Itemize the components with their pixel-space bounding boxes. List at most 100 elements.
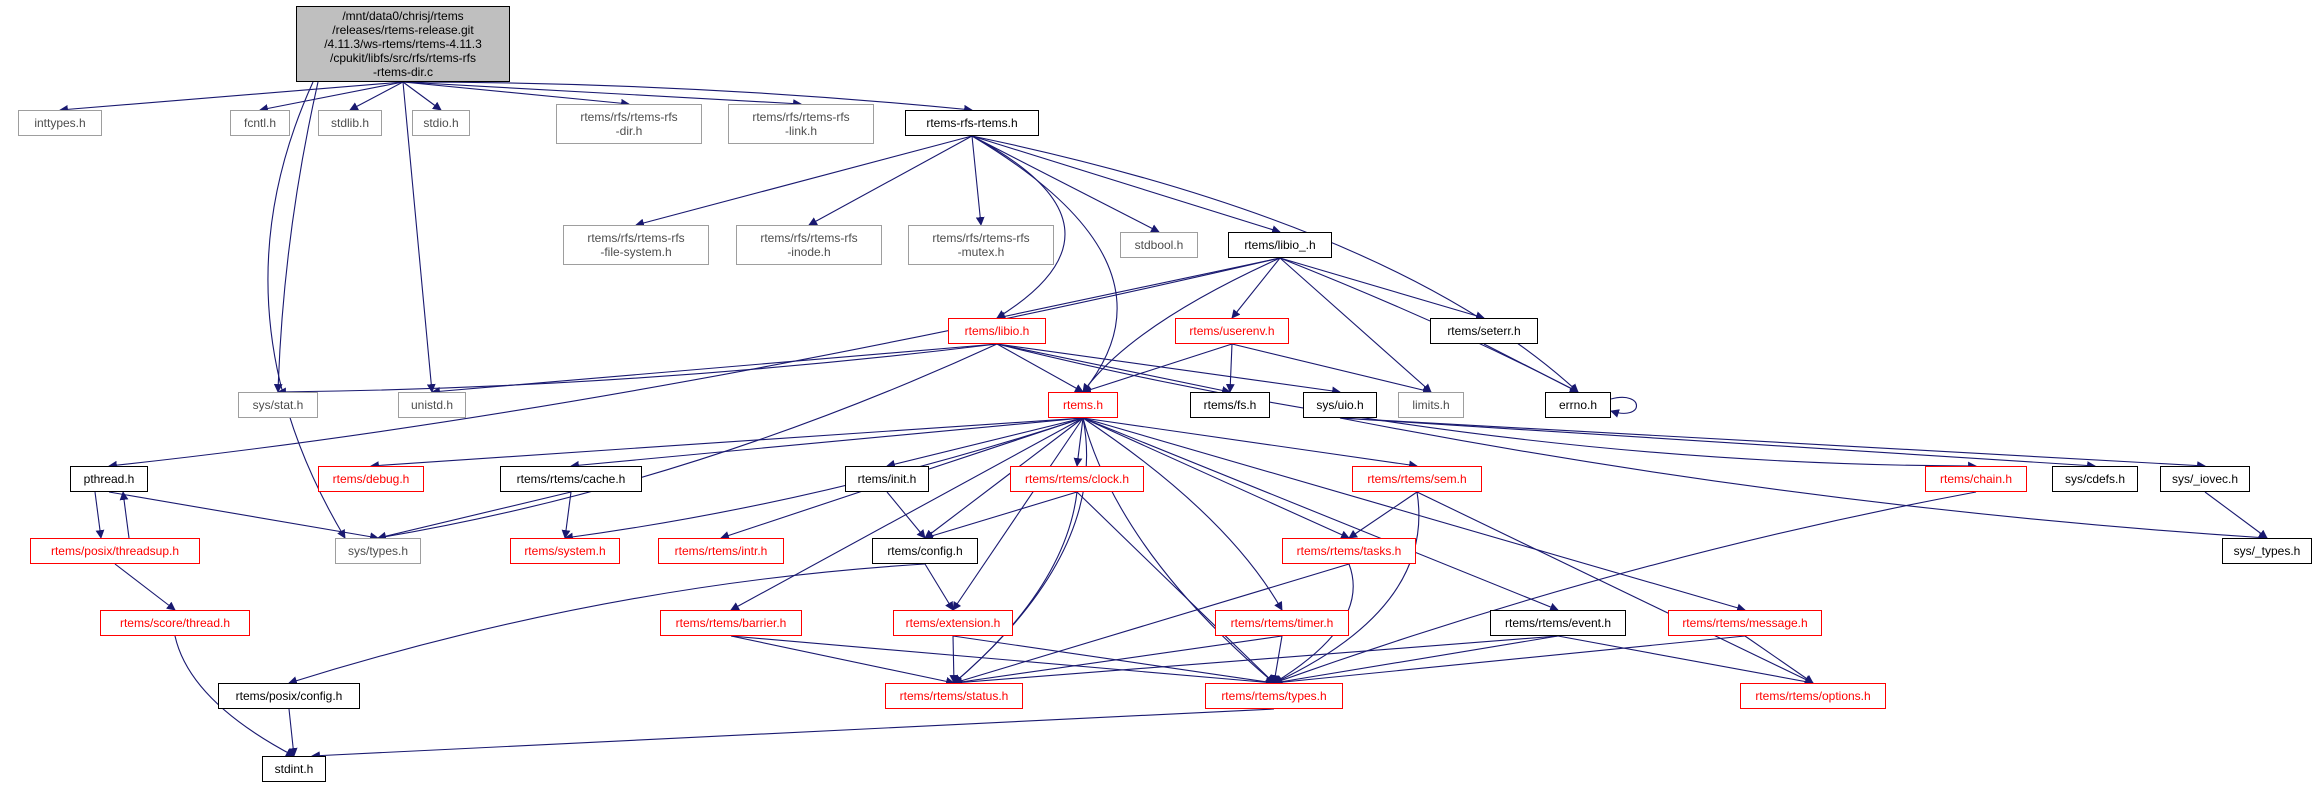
node-userenv[interactable]: rtems/userenv.h (1175, 318, 1289, 344)
node-seterr[interactable]: rtems/seterr.h (1430, 318, 1538, 344)
node-system[interactable]: rtems/system.h (510, 538, 620, 564)
node-message[interactable]: rtems/rtems/message.h (1668, 610, 1822, 636)
node-stdint[interactable]: stdint.h (262, 756, 326, 782)
node-stdbool: stdbool.h (1120, 232, 1198, 258)
edge-rtems-event (1082, 417, 1559, 612)
node-tasks[interactable]: rtems/rtems/tasks.h (1282, 538, 1416, 564)
edge-rfs_rtems-stdbool (971, 135, 1160, 233)
node-label: rtems/rtems/clock.h (1024, 472, 1129, 486)
node-label: rtems/rfs/rtems-rfs (587, 231, 685, 245)
node-sys_types: sys/types.h (335, 538, 421, 564)
node-label: inttypes.h (34, 116, 86, 130)
edge-event-status (953, 635, 1559, 687)
node-clock[interactable]: rtems/rtems/clock.h (1010, 466, 1144, 492)
node-label: rtems/extension.h (905, 616, 1001, 630)
node-posix_config[interactable]: rtems/posix/config.h (218, 683, 360, 709)
node-timer[interactable]: rtems/rtems/timer.h (1215, 610, 1349, 636)
node-label: sys/uio.h (1316, 398, 1364, 412)
node-rfs_fs: rtems/rfs/rtems-rfs-file-system.h (563, 225, 709, 265)
node-libio[interactable]: rtems/libio.h (948, 318, 1046, 344)
edge-rfs_rtems-rtems (971, 135, 1118, 393)
node-intr[interactable]: rtems/rtems/intr.h (658, 538, 784, 564)
node-label: /4.11.3/ws-rtems/rtems-4.11.3 (324, 37, 482, 51)
node-sys__types[interactable]: sys/_types.h (2222, 538, 2312, 564)
edge-libio-chain (996, 343, 1977, 471)
edge-sys_iovec-sys__types (2204, 491, 2268, 539)
edge-rfs_rtems-libio (971, 135, 1066, 319)
node-pthread[interactable]: pthread.h (70, 466, 148, 492)
node-inttypes: inttypes.h (18, 110, 102, 136)
node-init[interactable]: rtems/init.h (845, 466, 929, 492)
edge-extension-rr_types (952, 635, 1275, 687)
edge-errno-errno (1610, 396, 1637, 418)
edge-timer-status (953, 635, 1283, 687)
edge-libio_-seterr (1279, 257, 1485, 320)
node-label: pthread.h (83, 472, 135, 486)
node-debug[interactable]: rtems/debug.h (318, 466, 424, 492)
node-sem[interactable]: rtems/rtems/sem.h (1352, 466, 1482, 492)
node-label: rtems/rfs/rtems-rfs (760, 231, 858, 245)
node-event[interactable]: rtems/rtems/event.h (1490, 610, 1626, 636)
node-fs[interactable]: rtems/fs.h (1190, 392, 1270, 418)
edge-sem-options (1416, 491, 1814, 684)
node-status[interactable]: rtems/rtems/status.h (885, 683, 1023, 709)
edge-main-fcntl (259, 81, 404, 113)
edge-sys_uio-sys_cdefs (1339, 417, 2096, 470)
edge-libio_-userenv (1231, 257, 1281, 319)
node-rfs_rtems[interactable]: rtems-rfs-rtems.h (905, 110, 1039, 136)
node-label: rtems/rtems/barrier.h (675, 616, 787, 630)
node-rr_types[interactable]: rtems/rtems/types.h (1205, 683, 1343, 709)
edge-rfs_rtems-rfs_inode (808, 135, 973, 226)
node-threadsup[interactable]: rtems/posix/threadsup.h (30, 538, 200, 564)
node-sys_iovec[interactable]: sys/_iovec.h (2160, 466, 2250, 492)
edge-rtems-debug (370, 417, 1084, 470)
node-options[interactable]: rtems/rtems/options.h (1740, 683, 1886, 709)
node-label: rtems/debug.h (332, 472, 410, 486)
node-label: rtems/rtems/intr.h (674, 544, 768, 558)
node-label: rtems.h (1062, 398, 1103, 412)
edge-rtems-cache (570, 417, 1084, 470)
node-stdio: stdio.h (412, 110, 470, 136)
node-label: -dir.h (615, 124, 643, 138)
edge-event-rr_types (1273, 635, 1559, 687)
node-label: rtems-rfs-rtems.h (926, 116, 1018, 130)
node-barrier[interactable]: rtems/rtems/barrier.h (660, 610, 802, 636)
node-label: rtems/rtems/sem.h (1367, 472, 1467, 486)
node-label: rtems/rtems/types.h (1221, 689, 1327, 703)
edge-rfs_rtems-libio_ (971, 135, 1281, 234)
node-extension[interactable]: rtems/extension.h (893, 610, 1013, 636)
node-sys_stat: sys/stat.h (238, 392, 318, 418)
node-libio_[interactable]: rtems/libio_.h (1228, 232, 1332, 258)
edge-sys_uio-sys_iovec (1339, 417, 2206, 470)
node-cache[interactable]: rtems/rtems/cache.h (500, 466, 642, 492)
node-label: stdio.h (423, 116, 459, 130)
node-sys_uio[interactable]: sys/uio.h (1303, 392, 1377, 418)
node-rtems[interactable]: rtems.h (1048, 392, 1118, 418)
node-main: /mnt/data0/chrisj/rtems/releases/rtems-r… (296, 6, 510, 82)
node-label: rtems/rtems/event.h (1504, 616, 1612, 630)
node-unistd: unistd.h (398, 392, 466, 418)
edge-sys_uio-sys__types (1339, 417, 2268, 542)
node-label: stdlib.h (330, 116, 370, 130)
node-rfs_link: rtems/rfs/rtems-rfs-link.h (728, 104, 874, 144)
node-label: rtems/rtems/message.h (1682, 616, 1808, 630)
node-errno[interactable]: errno.h (1545, 392, 1611, 418)
edge-rtems-message (1082, 417, 1746, 613)
node-config[interactable]: rtems/config.h (872, 538, 978, 564)
node-label: rtems/chain.h (1939, 472, 2013, 486)
node-chain[interactable]: rtems/chain.h (1925, 466, 2027, 492)
edge-seterr-errno (1483, 343, 1579, 393)
edge-libio_-rtems (1082, 257, 1281, 393)
node-sys_cdefs[interactable]: sys/cdefs.h (2052, 466, 2138, 492)
node-score_thread[interactable]: rtems/score/thread.h (100, 610, 250, 636)
node-label: rtems/seterr.h (1447, 324, 1521, 338)
edge-chain-rr_types (1273, 491, 1977, 685)
edge-config-posix_config (288, 563, 926, 685)
node-label: rtems/rtems/timer.h (1230, 616, 1334, 630)
node-label: errno.h (1558, 398, 1598, 412)
edge-clock-config (924, 491, 1078, 540)
edge-config-extension (924, 563, 954, 611)
edge-rr_types-stdint (311, 708, 1275, 761)
edge-libio-unistd (431, 343, 998, 396)
